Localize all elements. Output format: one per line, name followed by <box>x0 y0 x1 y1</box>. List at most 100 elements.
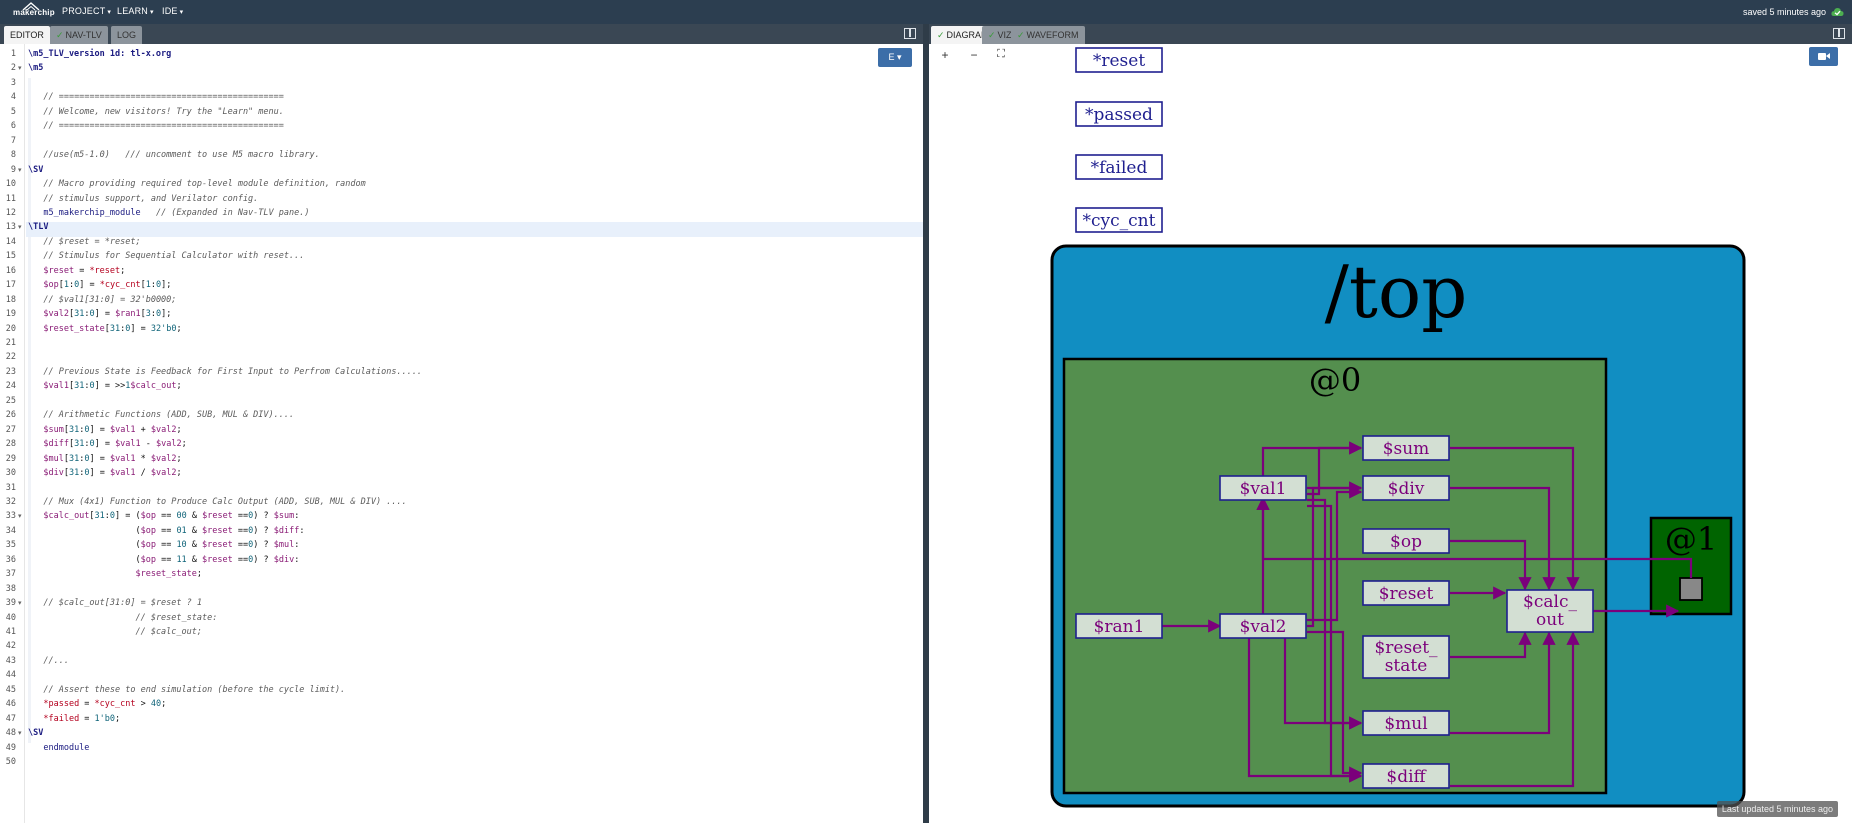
menu-project[interactable]: PROJECT▾ <box>62 6 111 16</box>
signal-passed[interactable]: *passed <box>1075 101 1163 127</box>
code-line[interactable]: \SV <box>28 728 44 739</box>
code-line[interactable]: $reset_state[31:0] = 32'b0; <box>43 323 182 334</box>
fold-toggle-icon[interactable]: ▾ <box>18 513 22 521</box>
code-line[interactable]: // Mux (4x1) Function to Produce Calc Ou… <box>43 496 407 507</box>
line-number: 24 <box>5 381 16 392</box>
pane-divider[interactable] <box>923 24 929 823</box>
code-line[interactable]: $sum[31:0] = $val1 + $val2; <box>43 424 182 435</box>
chevron-down-icon: ▾ <box>107 9 112 16</box>
code-line[interactable]: // Arithmetic Functions (ADD, SUB, MUL &… <box>43 410 295 421</box>
pane-layout-icon[interactable] <box>904 28 916 39</box>
code-line[interactable]: // $reset_state: <box>135 612 218 623</box>
code-line[interactable]: endmodule <box>43 742 90 753</box>
tab-log[interactable]: LOG <box>111 26 143 44</box>
save-status: saved 5 minutes ago <box>1742 7 1826 17</box>
code-line[interactable]: $div[31:0] = $val1 / $val2; <box>43 468 182 479</box>
camera-button[interactable] <box>1809 47 1838 66</box>
code-line[interactable]: // =====================================… <box>43 121 284 132</box>
node-div[interactable]: $div <box>1362 475 1450 501</box>
code-line[interactable]: // Welcome, new visitors! Try the "Learn… <box>43 106 284 117</box>
diagram-canvas[interactable]: + − ⛶ *reset *passed *failed <box>929 44 1852 823</box>
code-line[interactable]: // Stimulus for Sequential Calculator wi… <box>43 251 305 262</box>
signal-failed[interactable]: *failed <box>1075 154 1163 180</box>
signal-reset[interactable]: *reset <box>1075 47 1163 73</box>
menu-ide[interactable]: IDE▾ <box>162 6 183 16</box>
line-number: 30 <box>5 468 16 479</box>
node-val1[interactable]: $val1 <box>1219 475 1307 501</box>
menu-learn[interactable]: LEARN▾ <box>117 6 154 16</box>
code-line[interactable]: // Macro providing required top-level mo… <box>43 179 366 190</box>
node-reset-state-label-2: state <box>1385 656 1428 676</box>
code-line[interactable]: \m5 <box>28 63 44 74</box>
node-mul[interactable]: $mul <box>1362 710 1450 736</box>
line-number: 37 <box>5 569 16 580</box>
code-line[interactable]: m5_makerchip_module // (Expanded in Nav-… <box>43 207 310 218</box>
tab-viz[interactable]: ✓VIZ <box>982 26 1018 44</box>
zoom-in-button[interactable]: + <box>941 48 949 62</box>
code-line[interactable]: // $calc_out; <box>135 627 202 637</box>
code-line[interactable]: $mul[31:0] = $val1 * $val2; <box>43 453 182 464</box>
node-ran1[interactable]: $ran1 <box>1075 613 1163 639</box>
code-line[interactable]: $calc_out[31:0] = ($op == 00 & $reset ==… <box>43 511 300 522</box>
line-number: 20 <box>5 323 16 334</box>
code-line[interactable]: $val2[31:0] = $ran1[3:0]; <box>43 309 172 320</box>
code-line[interactable]: //... <box>43 655 69 666</box>
code-line[interactable]: $val1[31:0] = >>1$calc_out; <box>43 381 182 392</box>
code-area[interactable]: \m5_TLV_version 1d: tl-x.org \m5 // =====… <box>26 44 923 823</box>
node-op[interactable]: $op <box>1362 528 1450 554</box>
code-line[interactable]: \TLV <box>26 222 923 237</box>
node-calc-out[interactable]: $calc_ out <box>1506 589 1594 633</box>
fold-toggle-icon[interactable]: ▾ <box>18 224 22 232</box>
makerchip-logo[interactable]: makerchip <box>10 1 55 23</box>
fold-toggle-icon[interactable]: ▾ <box>18 730 22 738</box>
node-sum[interactable]: $sum <box>1362 435 1450 461</box>
code-line[interactable]: \m5_TLV_version 1d: tl-x.org <box>28 49 172 59</box>
node-div-label: $div <box>1388 479 1425 499</box>
stage-0[interactable] <box>1062 357 1608 795</box>
code-line[interactable]: // $val1[31:0] = 32'b0000; <box>43 294 177 305</box>
code-line[interactable]: // $calc_out[31:0] = $reset ? 1 <box>43 598 202 609</box>
line-number: 8 <box>10 150 16 161</box>
fold-toggle-icon[interactable]: ▾ <box>18 600 22 608</box>
code-line[interactable]: $reset = *reset; <box>43 265 126 276</box>
code-line[interactable]: $op[1:0] = *cyc_cnt[1:0]; <box>43 280 172 291</box>
code-line[interactable]: // =====================================… <box>43 92 284 103</box>
code-line[interactable]: // Previous State is Feedback for First … <box>43 366 423 377</box>
fold-toggle-icon[interactable]: ▾ <box>18 65 22 73</box>
zoom-out-button[interactable]: − <box>970 48 978 62</box>
code-line[interactable]: // $reset = *reset; <box>43 236 141 247</box>
editor-menu-button[interactable]: E ▾ <box>878 48 912 67</box>
line-number: 36 <box>5 554 16 565</box>
tab-editor[interactable]: EDITOR <box>4 26 50 44</box>
code-line[interactable]: // Assert these to end simulation (befor… <box>43 684 346 695</box>
code-line[interactable]: $reset_state; <box>135 569 203 580</box>
tab-waveform[interactable]: ✓WAVEFORM <box>1011 26 1085 44</box>
code-line[interactable]: *failed = 1'b0; <box>43 713 121 724</box>
fit-screen-button[interactable]: ⛶ <box>997 48 1005 60</box>
node-reset[interactable]: $reset <box>1362 580 1450 606</box>
line-number: 13 <box>5 222 16 233</box>
node-val1-label: $val1 <box>1240 479 1287 499</box>
code-line[interactable]: ($op == 01 & $reset ==0) ? $diff: <box>28 525 305 536</box>
tab-nav-tlv[interactable]: ✓NAV-TLV <box>50 26 108 44</box>
code-line[interactable]: //use(m5-1.0) /// uncomment to use M5 ma… <box>43 150 320 161</box>
node-diff[interactable]: $diff <box>1362 763 1450 789</box>
menu-learn-label: LEARN <box>117 6 149 16</box>
code-line[interactable]: // stimulus support, and Verilator confi… <box>43 193 259 204</box>
code-line[interactable]: ($op == 10 & $reset ==0) ? $mul: <box>28 540 300 551</box>
line-number: 23 <box>5 366 16 377</box>
pane-layout-icon[interactable] <box>1833 28 1845 39</box>
line-number: 16 <box>5 265 16 276</box>
line-number: 39 <box>5 598 16 609</box>
fold-toggle-icon[interactable]: ▾ <box>18 166 22 174</box>
code-line[interactable]: $diff[31:0] = $val1 - $val2; <box>43 439 187 450</box>
node-reset-state[interactable]: $reset_ state <box>1362 635 1450 679</box>
code-line[interactable]: *passed = *cyc_cnt > 40; <box>43 699 167 710</box>
signal-reset-label: *reset <box>1093 51 1145 71</box>
node-val2[interactable]: $val2 <box>1219 613 1307 639</box>
tab-diagram[interactable]: ✓DIAGRAM <box>931 26 995 44</box>
signal-cyc-cnt[interactable]: *cyc_cnt <box>1075 207 1163 233</box>
code-line[interactable]: \SV <box>28 164 44 175</box>
code-line[interactable]: ($op == 11 & $reset ==0) ? $div: <box>28 554 300 565</box>
